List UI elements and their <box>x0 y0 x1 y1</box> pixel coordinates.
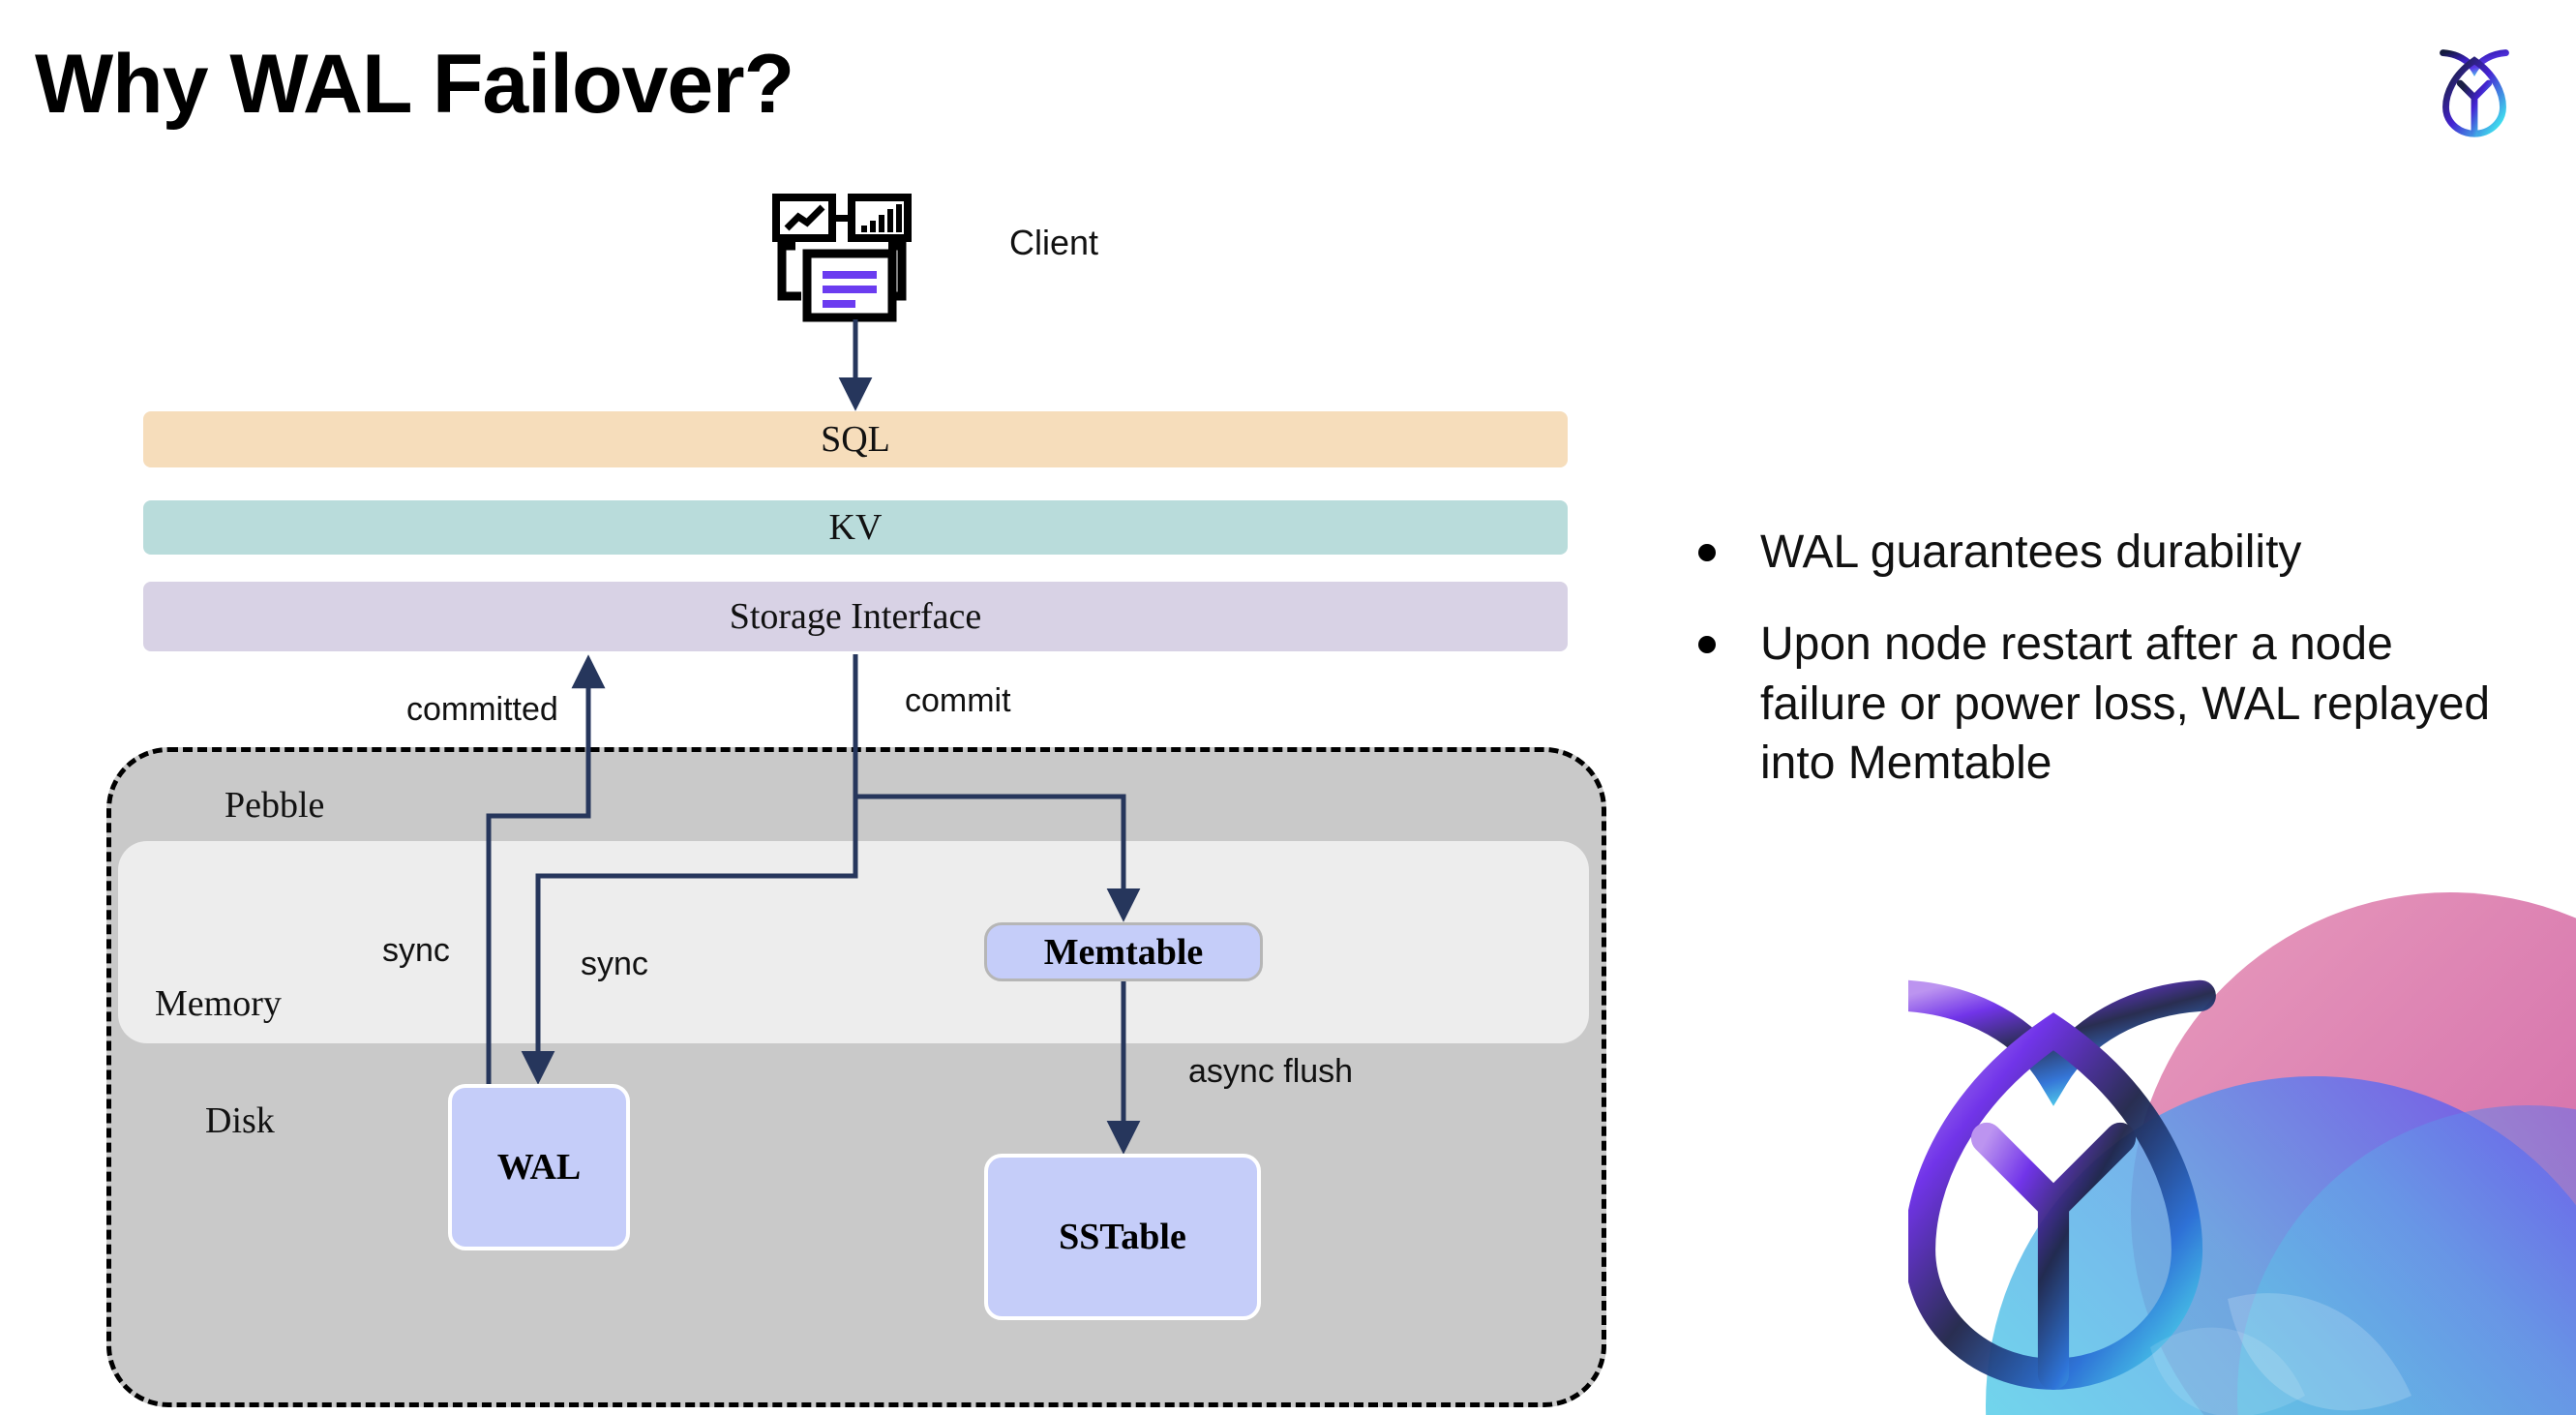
pebble-label: Pebble <box>225 785 325 826</box>
bullet-text: Upon node restart after a node failure o… <box>1760 618 2491 790</box>
list-item: WAL guarantees durability <box>1698 523 2501 582</box>
box-memtable: Memtable <box>984 922 1263 981</box>
edge-label-committed: committed <box>406 691 558 728</box>
bullet-list: WAL guarantees durability Upon node rest… <box>1698 523 2501 827</box>
client-label: Client <box>1009 223 1099 262</box>
box-wal: WAL <box>448 1084 630 1250</box>
layer-bar-kv: KV <box>143 500 1568 555</box>
cockroachdb-decorative-circles-icon <box>1908 892 2576 1415</box>
layer-bar-sql: SQL <box>143 411 1568 467</box>
architecture-diagram: Client SQL KV Storage Interface Pebble M… <box>106 194 1606 1407</box>
list-item: Upon node restart after a node failure o… <box>1698 615 2501 793</box>
page-title: Why WAL Failover? <box>35 38 794 131</box>
box-sstable: SSTable <box>984 1154 1261 1320</box>
bullet-text: WAL guarantees durability <box>1760 527 2302 578</box>
memory-label: Memory <box>155 983 282 1024</box>
bullet-dot-icon <box>1698 544 1716 561</box>
edge-label-sync-right: sync <box>581 946 648 982</box>
disk-label: Disk <box>205 1100 275 1141</box>
bullet-dot-icon <box>1698 636 1716 654</box>
edge-label-async-flush: async flush <box>1188 1053 1354 1090</box>
memory-container <box>118 841 1589 1043</box>
edge-label-commit: commit <box>905 682 1011 719</box>
cockroachdb-logo-icon <box>2417 29 2531 143</box>
client-dashboard-icon <box>772 194 927 329</box>
edge-label-sync-left: sync <box>382 932 450 969</box>
layer-bar-storage-interface: Storage Interface <box>143 582 1568 651</box>
